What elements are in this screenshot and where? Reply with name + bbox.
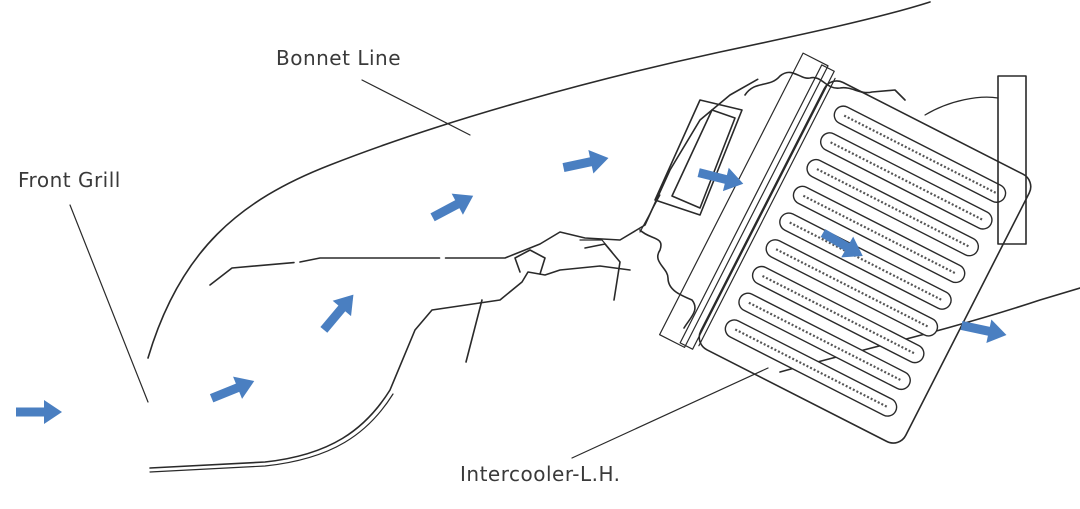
intercooler-leader [571,367,769,459]
bracket-leg [465,299,483,363]
bonnet-leader [361,79,471,136]
bracket-arm-2 [579,239,613,253]
airflow-arrow-icon [16,400,62,424]
seal-wavy-top [744,71,906,101]
lower-duct [149,265,631,469]
lower-duct-lip [149,393,394,473]
upper-panel [209,45,813,286]
airflow-arrow-icon [207,369,259,410]
support-curve [924,96,999,116]
intercooler-label: Intercooler-L.H. [460,462,621,486]
seal-wavy [639,229,696,329]
intake-duct [639,99,743,233]
grill-leader [69,204,149,403]
airflow-arrow-icon [426,185,479,228]
airflow-arrow-icon [560,146,611,180]
bracket-arm [584,243,621,301]
bonnet-line-label: Bonnet Line [276,46,401,70]
airflow-arrow-icon [958,313,1009,347]
radiator-support [997,75,1027,245]
front-grill-label: Front Grill [18,168,121,192]
airflow-arrow-icon [695,161,747,196]
bonnet-outline [147,1,931,359]
airflow-arrow-icon [314,286,363,338]
bracket [514,249,546,275]
